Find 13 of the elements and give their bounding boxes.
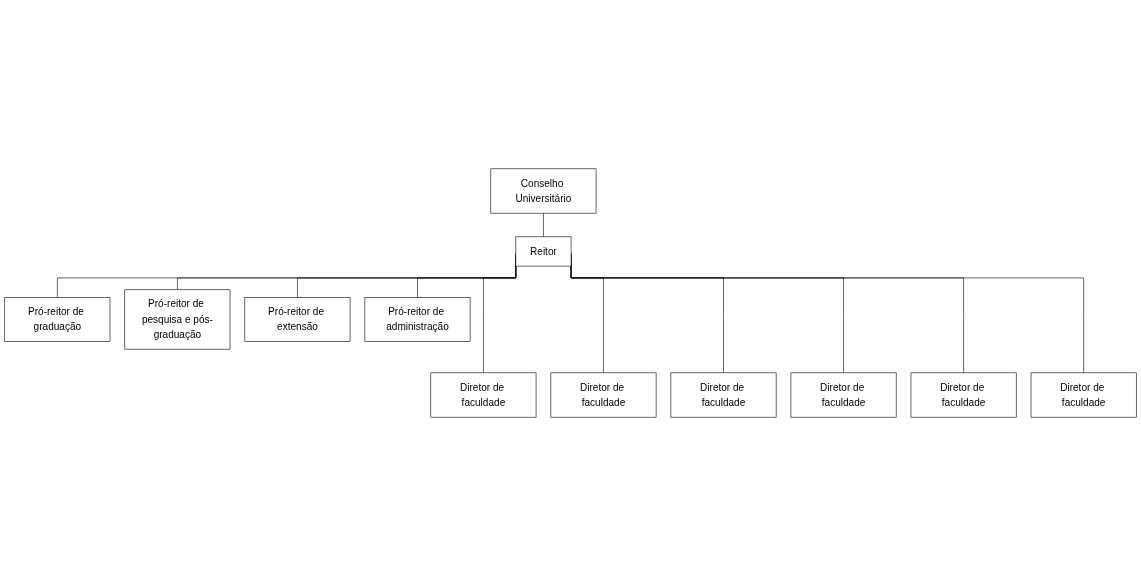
node-box: Reitor xyxy=(515,236,572,267)
node-box: Diretor de faculdade xyxy=(1030,372,1137,418)
node-box: Pró-reitor de extensão xyxy=(244,297,351,342)
node-box: Pró-reitor de pesquisa e pós-graduação xyxy=(124,289,231,350)
node-box: Diretor de faculdade xyxy=(790,372,897,418)
node-box: Diretor de faculdade xyxy=(670,372,777,418)
node-box: Pró-reitor de graduação xyxy=(4,297,111,342)
node-box: Diretor de faculdade xyxy=(550,372,657,418)
node-box: Pró-reitor de administração xyxy=(364,297,471,342)
connector xyxy=(543,212,544,238)
node-box: Diretor de faculdade xyxy=(430,372,537,418)
node-box: Conselho Universitário xyxy=(490,168,597,214)
node-box: Diretor de faculdade xyxy=(910,372,1017,418)
